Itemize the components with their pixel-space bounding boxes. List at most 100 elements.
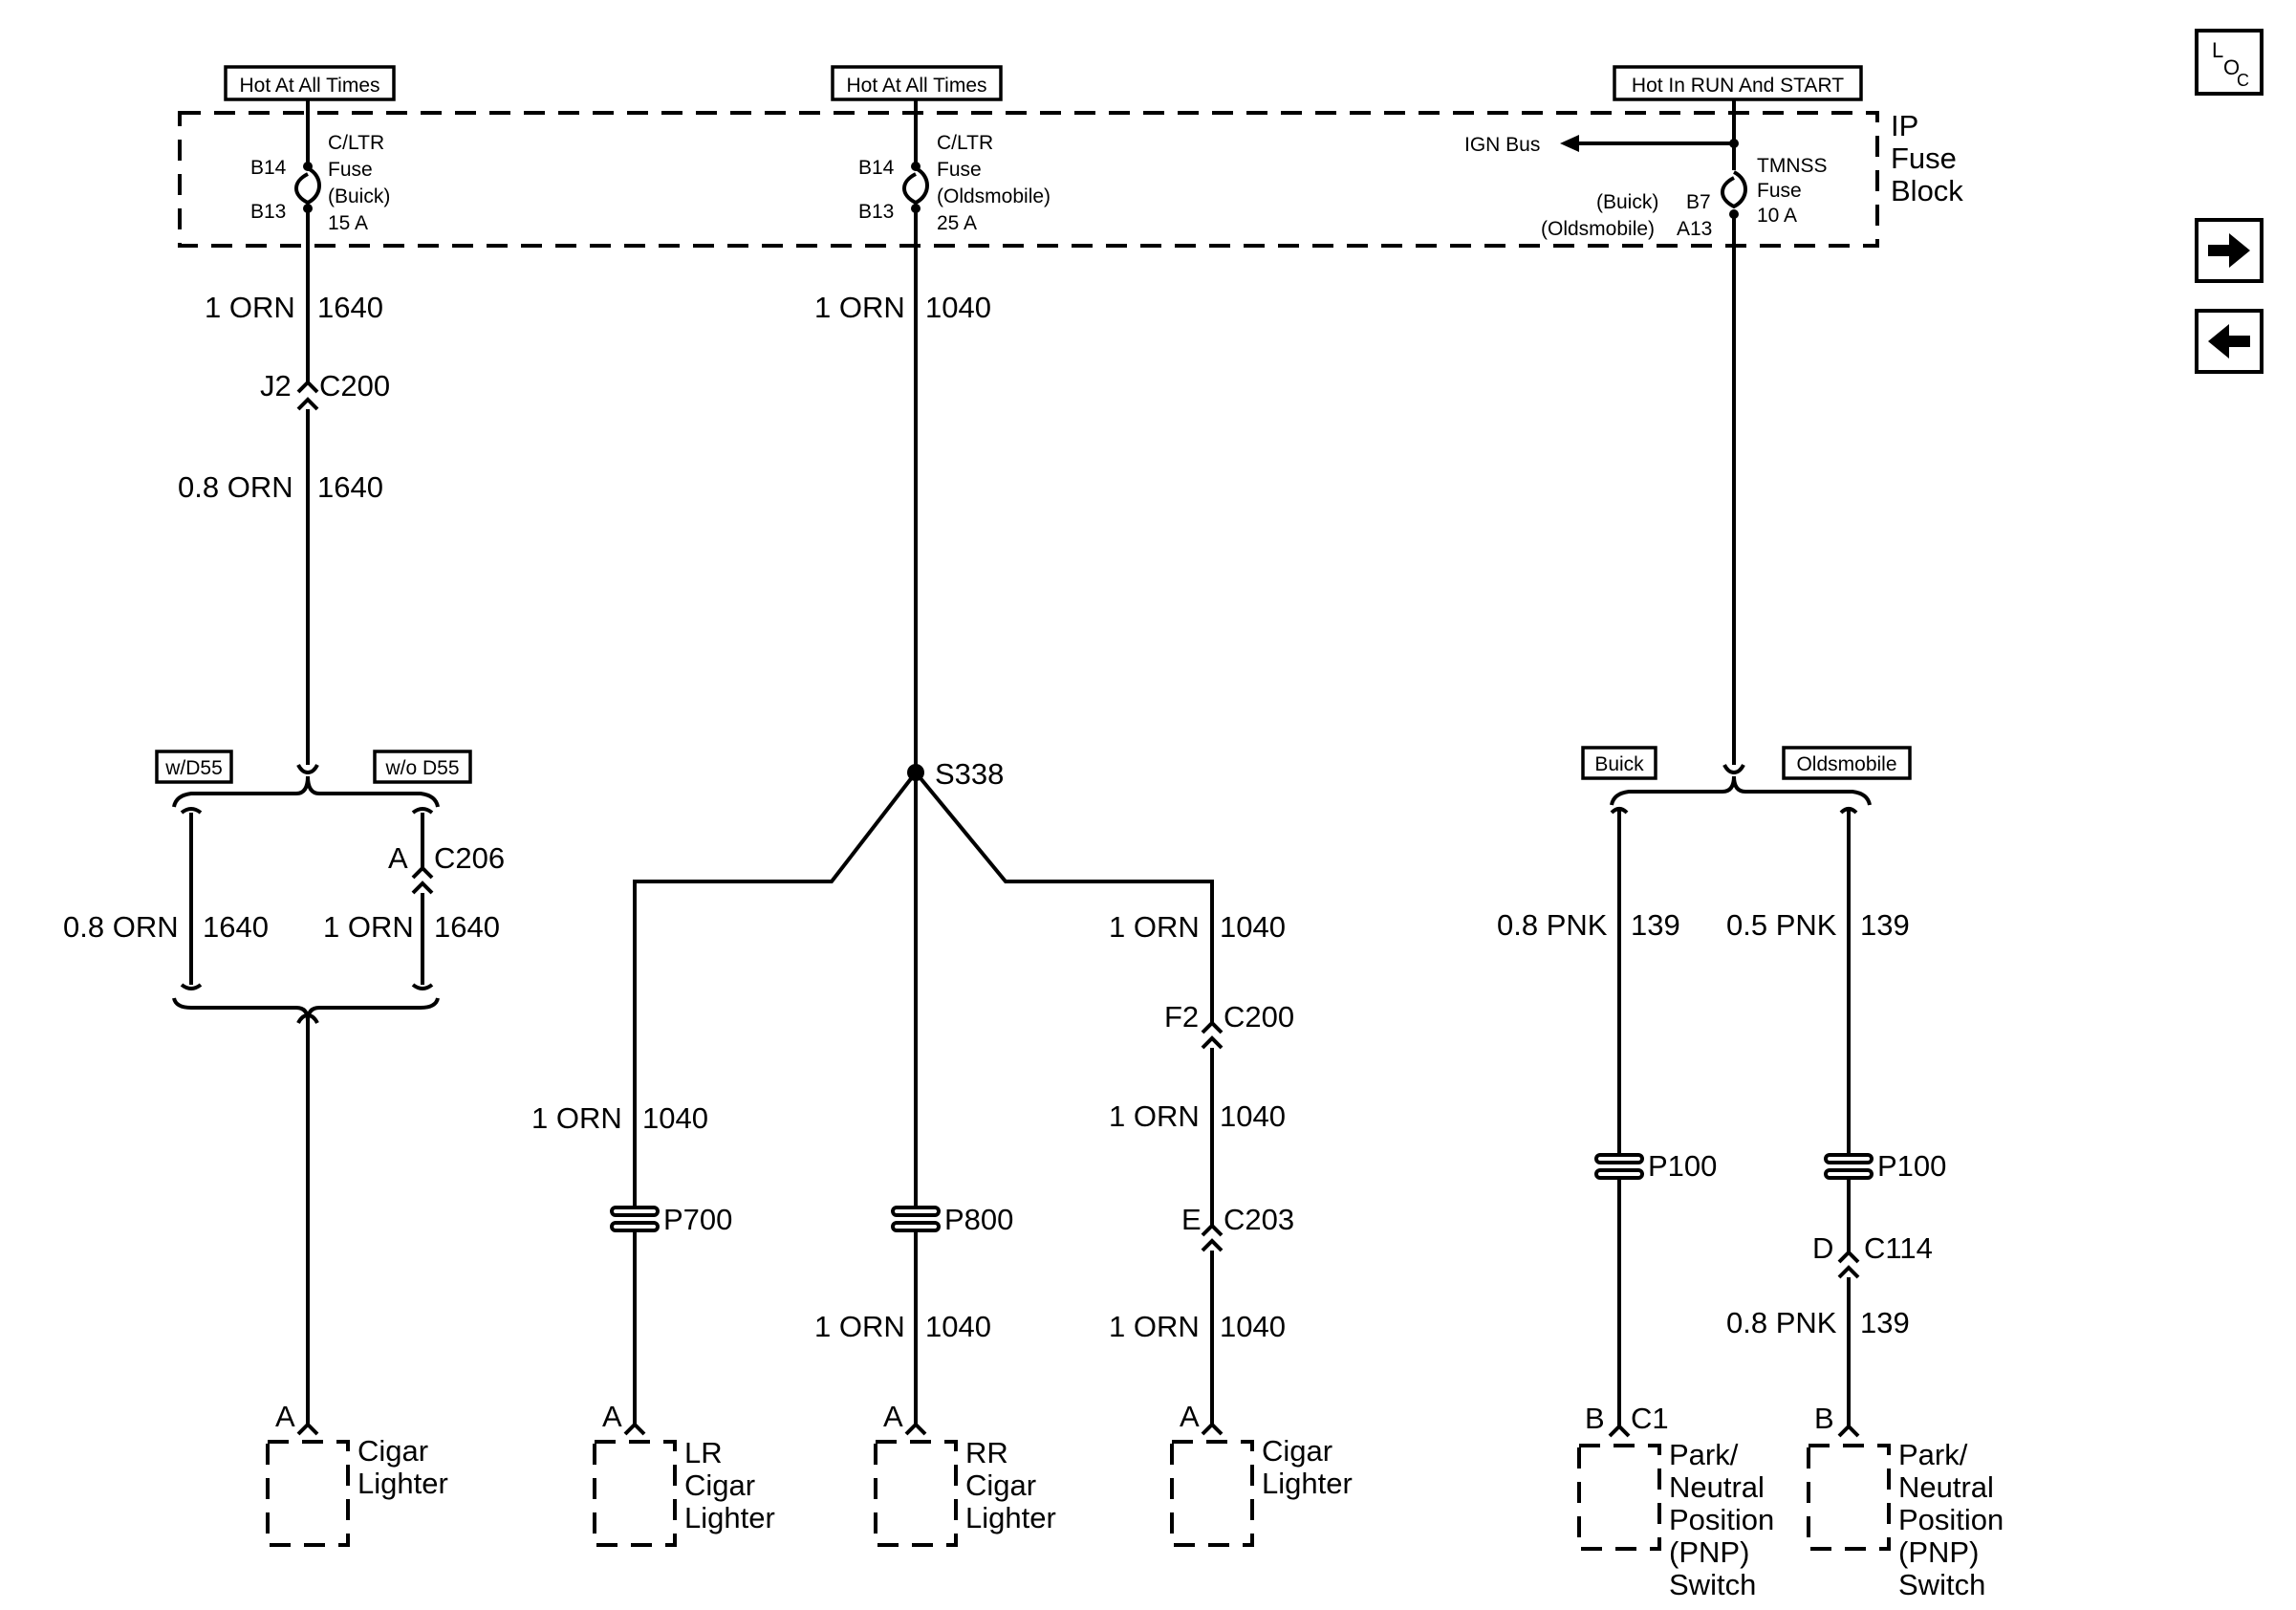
svg-text:1 ORN: 1 ORN	[814, 1310, 905, 1343]
option-label-wo-d55: w/o D55	[373, 750, 472, 784]
svg-text:0.8 PNK: 0.8 PNK	[1726, 1306, 1837, 1339]
svg-text:w/o D55: w/o D55	[384, 757, 459, 779]
svg-text:C114: C114	[1864, 1231, 1933, 1265]
svg-text:Fuse: Fuse	[328, 159, 373, 181]
svg-text:1040: 1040	[1220, 1310, 1286, 1343]
svg-text:1640: 1640	[203, 910, 269, 944]
inline-connector-p100-oldsmobile: P100	[1824, 1149, 1946, 1183]
svg-text:B: B	[1814, 1402, 1834, 1435]
svg-text:0.8 ORN: 0.8 ORN	[63, 910, 179, 944]
svg-text:P800: P800	[944, 1203, 1013, 1236]
svg-text:1040: 1040	[925, 1310, 991, 1343]
svg-text:Switch: Switch	[1898, 1568, 1985, 1601]
loc-letter-c: C	[2237, 71, 2249, 90]
svg-text:(Buick): (Buick)	[328, 185, 390, 207]
connector-c114: D C114	[1812, 1231, 1933, 1279]
svg-text:0.8 PNK: 0.8 PNK	[1497, 908, 1608, 942]
svg-text:Hot At All Times: Hot At All Times	[846, 75, 986, 97]
fuse-block-label-ip: IP	[1891, 109, 1918, 142]
connector-c203: E C203	[1181, 1203, 1294, 1252]
svg-text:C206: C206	[434, 841, 505, 875]
svg-text:1040: 1040	[1220, 910, 1286, 944]
svg-text:Park/: Park/	[1669, 1438, 1739, 1471]
svg-text:25 A: 25 A	[937, 212, 977, 234]
svg-text:P700: P700	[663, 1203, 732, 1236]
svg-text:Switch: Switch	[1669, 1568, 1756, 1601]
svg-text:(Buick): (Buick)	[1596, 191, 1658, 213]
circuit-number-label: 1640	[317, 291, 383, 324]
svg-text:Park/: Park/	[1898, 1438, 1968, 1471]
svg-text:Neutral: Neutral	[1898, 1470, 1994, 1504]
connector-c206: A C206	[388, 841, 505, 895]
fuse-pin-b14: B14	[250, 157, 287, 179]
option-break	[296, 764, 319, 775]
location-button[interactable]: L O C	[2195, 29, 2264, 96]
fuse-block-label-fuse: Fuse	[1891, 141, 1957, 175]
option-label-w-d55: w/D55	[155, 750, 233, 784]
svg-text:A: A	[883, 1400, 903, 1433]
option-label-oldsmobile: Oldsmobile	[1782, 746, 1912, 780]
svg-text:D: D	[1812, 1231, 1833, 1265]
svg-text:Position: Position	[1669, 1503, 1774, 1536]
svg-text:Buick: Buick	[1594, 753, 1644, 775]
component-pnp-switch-buick: B C1 Park/ Neutral Position (PNP) Switch	[1577, 1402, 1774, 1601]
svg-text:(Oldsmobile): (Oldsmobile)	[1541, 218, 1655, 240]
power-label-center: Hot At All Times	[831, 65, 1003, 101]
svg-text:Fuse: Fuse	[937, 159, 982, 181]
svg-text:Lighter: Lighter	[1262, 1467, 1353, 1500]
loc-letter-o: O	[2223, 55, 2241, 79]
svg-text:1 ORN: 1 ORN	[323, 910, 414, 944]
svg-text:Lighter: Lighter	[357, 1467, 448, 1500]
connector-c200-j2: J2 C200	[260, 369, 390, 411]
power-label-right: Hot In RUN And START	[1613, 65, 1863, 101]
inline-connector-p700: P700	[610, 1203, 732, 1236]
fuse-pin-b13: B13	[250, 201, 286, 223]
svg-text:A: A	[275, 1400, 295, 1433]
svg-text:1 ORN: 1 ORN	[1109, 1099, 1200, 1133]
svg-text:J2: J2	[260, 369, 292, 402]
option-brace-right	[1610, 775, 1872, 806]
svg-text:C/LTR: C/LTR	[937, 132, 993, 154]
svg-text:Cigar: Cigar	[357, 1434, 428, 1468]
component-cigar-lighter-1: A Cigar Lighter	[266, 1400, 448, 1547]
svg-text:F2: F2	[1164, 1000, 1199, 1033]
power-label-left: Hot At All Times	[224, 65, 396, 101]
connector-c200-f2: F2 C200	[1164, 1000, 1294, 1050]
svg-text:w/D55: w/D55	[164, 757, 223, 779]
ign-bus-label: IGN Bus	[1464, 134, 1540, 156]
svg-text:C203: C203	[1224, 1203, 1294, 1236]
svg-text:P100: P100	[1648, 1149, 1717, 1183]
next-page-button[interactable]	[2195, 218, 2264, 283]
svg-text:A13: A13	[1677, 218, 1712, 240]
component-lr-cigar-lighter: A LR Cigar Lighter	[593, 1400, 775, 1547]
fuse-cltr-oldsmobile: B14 B13 C/LTR Fuse (Oldsmobile) 25 A	[858, 113, 1051, 234]
svg-text:B: B	[1585, 1402, 1605, 1435]
svg-text:1 ORN: 1 ORN	[1109, 1310, 1200, 1343]
loc-letter-l: L	[2212, 38, 2224, 62]
svg-text:1040: 1040	[642, 1101, 708, 1135]
svg-text:1640: 1640	[317, 470, 383, 504]
svg-text:139: 139	[1860, 908, 1910, 942]
svg-text:(Oldsmobile): (Oldsmobile)	[937, 185, 1051, 207]
component-cigar-lighter-2: A Cigar Lighter	[1170, 1400, 1353, 1547]
svg-text:TMNSS: TMNSS	[1757, 155, 1828, 177]
svg-text:Hot In RUN And START: Hot In RUN And START	[1632, 75, 1844, 97]
svg-text:0.5 PNK: 0.5 PNK	[1726, 908, 1837, 942]
svg-text:B7: B7	[1686, 191, 1711, 213]
svg-text:Lighter: Lighter	[684, 1501, 775, 1534]
svg-text:15 A: 15 A	[328, 212, 368, 234]
fuse-block-label-block: Block	[1891, 174, 1963, 207]
svg-text:B13: B13	[858, 201, 894, 223]
svg-text:1 ORN: 1 ORN	[1109, 910, 1200, 944]
svg-text:C1: C1	[1631, 1402, 1669, 1435]
svg-text:Cigar: Cigar	[684, 1469, 755, 1502]
arrow-right-icon	[2208, 233, 2250, 268]
previous-page-button[interactable]	[2195, 309, 2264, 374]
arrow-left-icon	[2208, 324, 2250, 359]
option-brace-top	[172, 775, 440, 808]
svg-text:C200: C200	[319, 369, 390, 402]
component-pnp-switch-oldsmobile: B Park/ Neutral Position (PNP) Switch	[1807, 1402, 2004, 1601]
svg-text:C/LTR: C/LTR	[328, 132, 384, 154]
svg-text:LR: LR	[684, 1436, 723, 1469]
